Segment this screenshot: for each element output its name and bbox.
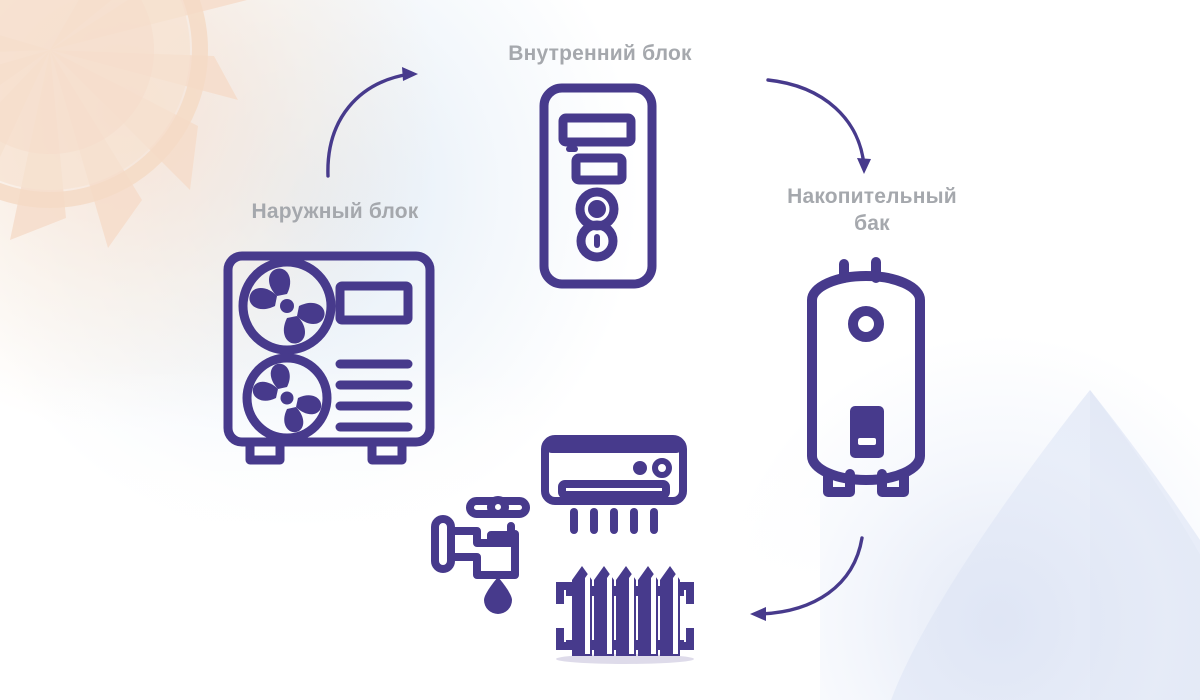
label-outdoor-unit: Наружный блок [251, 200, 419, 223]
heat-pump-outdoor-unit-icon[interactable] [222, 250, 454, 482]
waterdrop-wash [720, 270, 1200, 700]
flow-arrow-down-right [766, 78, 871, 174]
faucet-water-drop-icon[interactable] [430, 495, 542, 614]
label-indoor-unit: Внутренний блок [508, 42, 692, 65]
air-conditioner-split-icon[interactable] [540, 434, 690, 538]
flow-arrow-down-left [750, 536, 864, 621]
heat-pump-indoor-unit-icon[interactable] [538, 82, 662, 290]
heating-radiator-icon[interactable] [552, 556, 698, 668]
flow-arrow-up-right [326, 67, 418, 178]
water-storage-tank-icon[interactable] [800, 257, 932, 514]
label-storage-tank: Накопительный бак [787, 185, 957, 235]
